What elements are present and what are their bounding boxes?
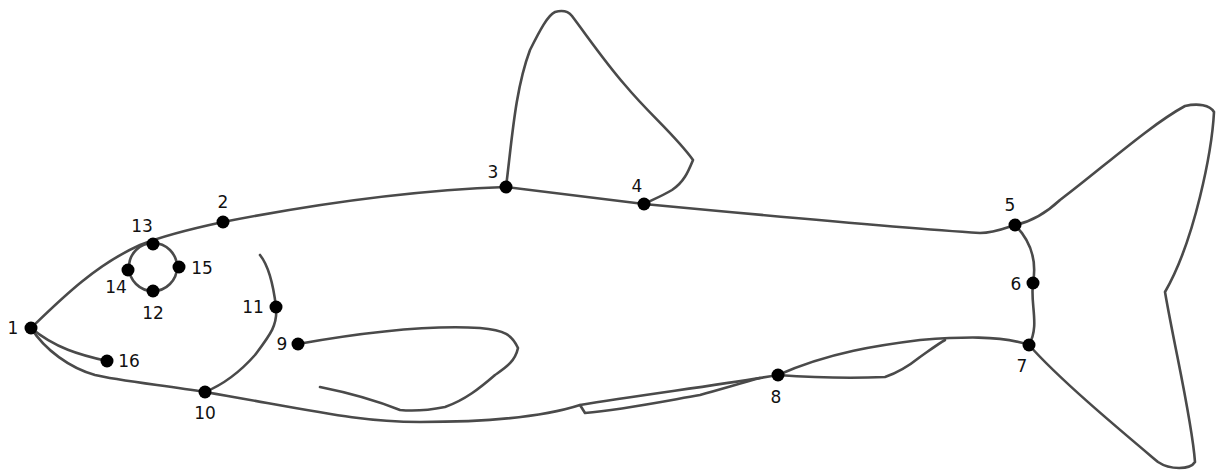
landmark-dot bbox=[772, 369, 785, 382]
landmark-number: 9 bbox=[277, 336, 288, 353]
mouth-line bbox=[31, 328, 107, 361]
pectoral-fin bbox=[298, 327, 518, 410]
landmark-dot bbox=[199, 386, 212, 399]
pelvic-fin bbox=[580, 378, 760, 413]
landmark-dot bbox=[1023, 339, 1036, 352]
landmark-number: 7 bbox=[1017, 358, 1028, 375]
landmark-number: 2 bbox=[218, 194, 229, 211]
landmark-number: 14 bbox=[105, 279, 127, 296]
landmark-dot bbox=[173, 261, 186, 274]
landmark-dot bbox=[500, 181, 513, 194]
anal-fin bbox=[778, 340, 945, 378]
landmark-dot bbox=[147, 285, 160, 298]
landmark-number: 16 bbox=[118, 353, 140, 370]
landmark-number: 3 bbox=[488, 164, 499, 181]
landmark-number: 4 bbox=[632, 178, 643, 195]
landmark-number: 6 bbox=[1011, 276, 1022, 293]
landmark-number: 5 bbox=[1005, 197, 1016, 214]
body-outline bbox=[31, 328, 1029, 422]
landmark-number: 10 bbox=[194, 405, 216, 422]
landmark-dot bbox=[101, 355, 114, 368]
landmark-dot bbox=[1009, 219, 1022, 232]
landmark-dot bbox=[217, 216, 230, 229]
landmark-dot bbox=[147, 238, 160, 251]
landmark-number: 1 bbox=[8, 320, 19, 337]
landmark-dot bbox=[638, 198, 651, 211]
landmark-number: 8 bbox=[771, 389, 782, 406]
landmark-number: 15 bbox=[191, 260, 213, 277]
landmark-dot bbox=[122, 264, 135, 277]
landmark-dot bbox=[292, 338, 305, 351]
dorsal-fin bbox=[506, 11, 693, 204]
landmark-dot bbox=[1027, 277, 1040, 290]
landmark-number: 13 bbox=[131, 218, 153, 235]
tail-fin bbox=[1015, 105, 1214, 468]
landmark-dot bbox=[270, 301, 283, 314]
operculum-line bbox=[205, 255, 276, 392]
landmark-dot bbox=[25, 322, 38, 335]
landmark-number: 11 bbox=[242, 299, 264, 316]
landmark-number: 12 bbox=[142, 305, 164, 322]
body-outline bbox=[31, 187, 1015, 328]
